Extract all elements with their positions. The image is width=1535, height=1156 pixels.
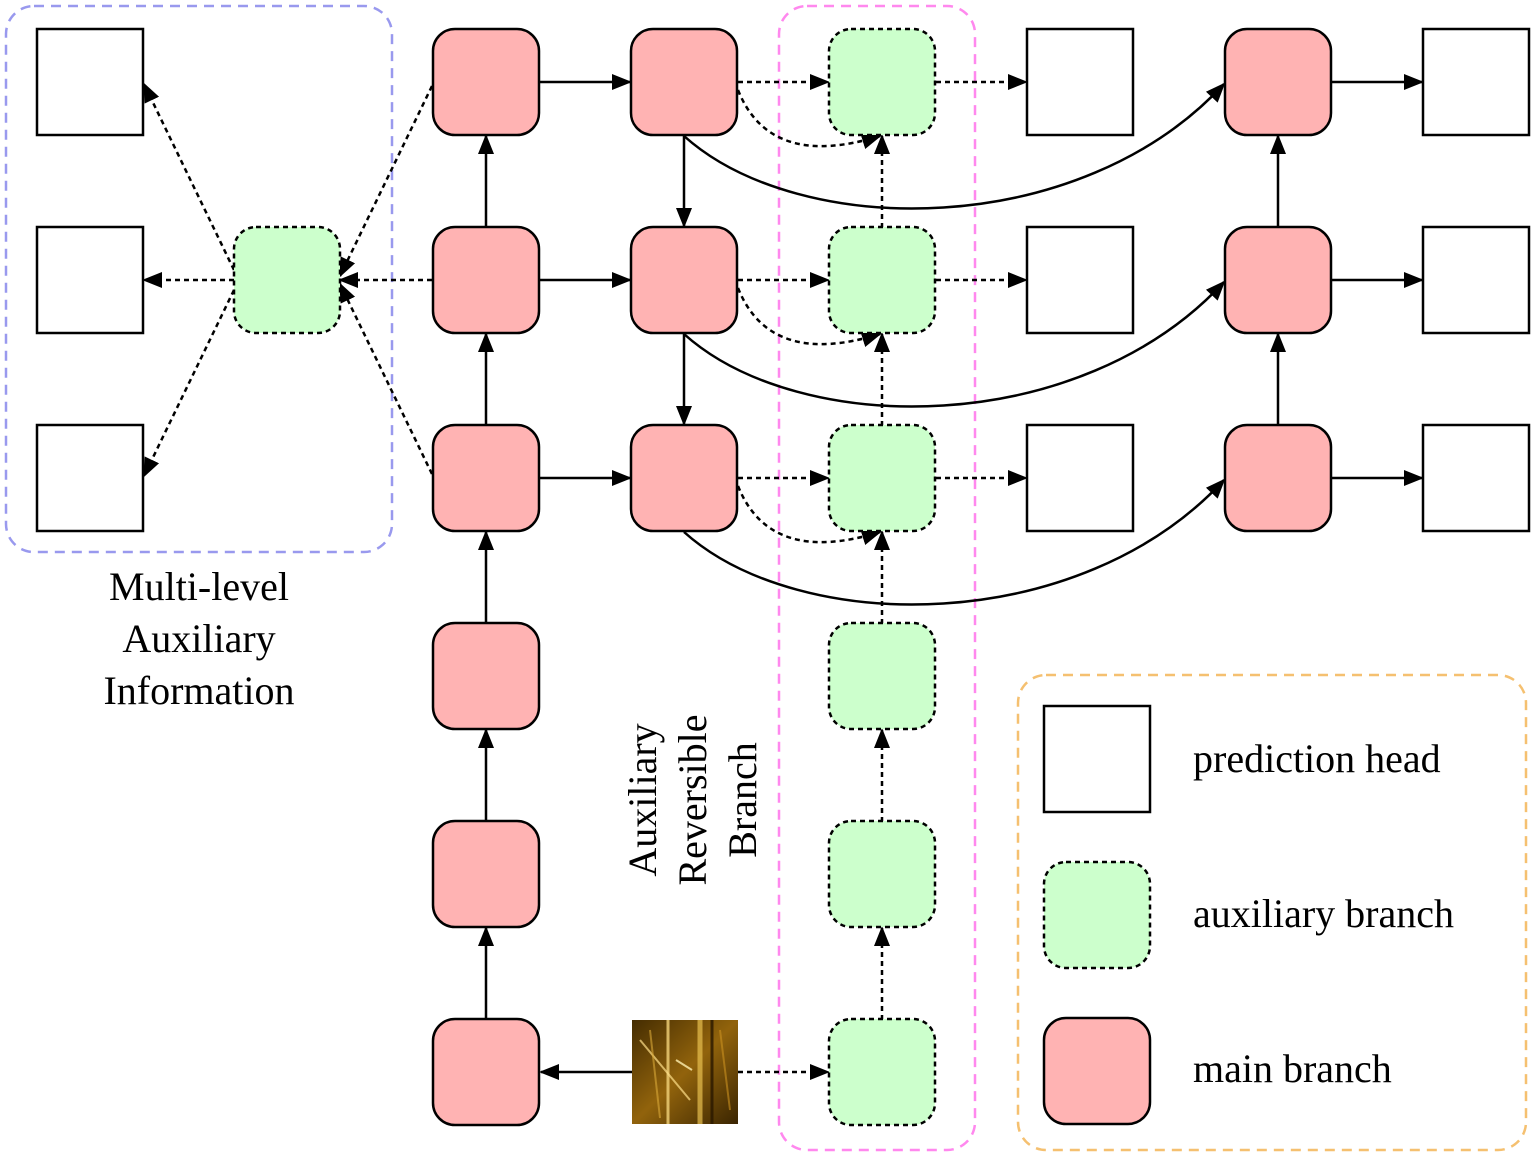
reversible-label-line: Branch <box>720 742 765 858</box>
main-branch-node <box>629 423 739 533</box>
edge-main-to-multilevel <box>338 282 434 475</box>
main-branch-node <box>431 225 541 335</box>
main-branch-node <box>431 621 541 731</box>
multilevel-aux-node <box>232 225 342 335</box>
main-branch-node <box>431 27 541 137</box>
edge-multilevel-to-head <box>142 82 236 271</box>
prediction-head <box>1421 423 1531 533</box>
legend-label-main-branch: main branch <box>1193 1046 1392 1091</box>
multilevel-label: Multi-level Auxiliary Information <box>103 564 294 713</box>
prediction-head <box>1421 225 1531 335</box>
edge-col2-to-neck <box>683 280 1226 408</box>
edge-col2-to-neck <box>683 82 1226 210</box>
main-branch-node <box>629 225 739 335</box>
prediction-head <box>1025 27 1135 137</box>
reversible-label-line: Reversible <box>670 714 715 885</box>
legend-group-border <box>1016 673 1528 1152</box>
prediction-head <box>35 27 145 137</box>
edge-col2-curve-to-aux <box>736 485 882 545</box>
legend-label-prediction-head: prediction head <box>1193 736 1441 781</box>
auxiliary-branch-node <box>827 1017 937 1127</box>
auxiliary-branch-node <box>827 423 937 533</box>
auxiliary-branch-node <box>827 225 937 335</box>
main-branch-node <box>431 1017 541 1127</box>
multilevel-label-line: Auxiliary <box>122 616 275 661</box>
legend-swatch-prediction-head <box>1042 704 1152 814</box>
multilevel-label-line: Information <box>103 668 294 713</box>
legend-swatch-auxiliary-branch <box>1042 860 1152 970</box>
legend-label-auxiliary-branch: auxiliary branch <box>1193 891 1454 936</box>
main-branch-node <box>431 423 541 533</box>
main-branch-node <box>1223 225 1333 335</box>
prediction-head <box>1025 225 1135 335</box>
auxiliary-branch-node <box>827 27 937 137</box>
edge-multilevel-to-head <box>142 289 236 478</box>
main-branch-node <box>629 27 739 137</box>
nodes <box>35 27 1531 1127</box>
edge-main-to-multilevel <box>338 85 434 278</box>
reversible-label-line: Auxiliary <box>620 723 665 876</box>
legend: prediction head auxiliary branch main br… <box>1042 704 1454 1126</box>
legend-swatch-main-branch <box>1042 1016 1152 1126</box>
edges <box>142 74 1424 1080</box>
sonar-image-icon <box>632 1020 738 1124</box>
reversible-group-border <box>777 4 977 1152</box>
reversible-branch-label: Auxiliary Reversible Branch <box>620 714 765 885</box>
edge-col2-to-neck <box>683 478 1226 606</box>
prediction-head <box>35 423 145 533</box>
edge-col2-curve-to-aux <box>736 89 882 149</box>
auxiliary-branch-node <box>827 621 937 731</box>
main-branch-node <box>431 819 541 929</box>
edge-col2-curve-to-aux <box>736 287 882 347</box>
prediction-head <box>1421 27 1531 137</box>
main-branch-node <box>1223 423 1333 533</box>
main-branch-node <box>1223 27 1333 137</box>
prediction-head <box>35 225 145 335</box>
auxiliary-branch-node <box>827 819 937 929</box>
prediction-head <box>1025 423 1135 533</box>
multilevel-label-line: Multi-level <box>109 564 289 609</box>
